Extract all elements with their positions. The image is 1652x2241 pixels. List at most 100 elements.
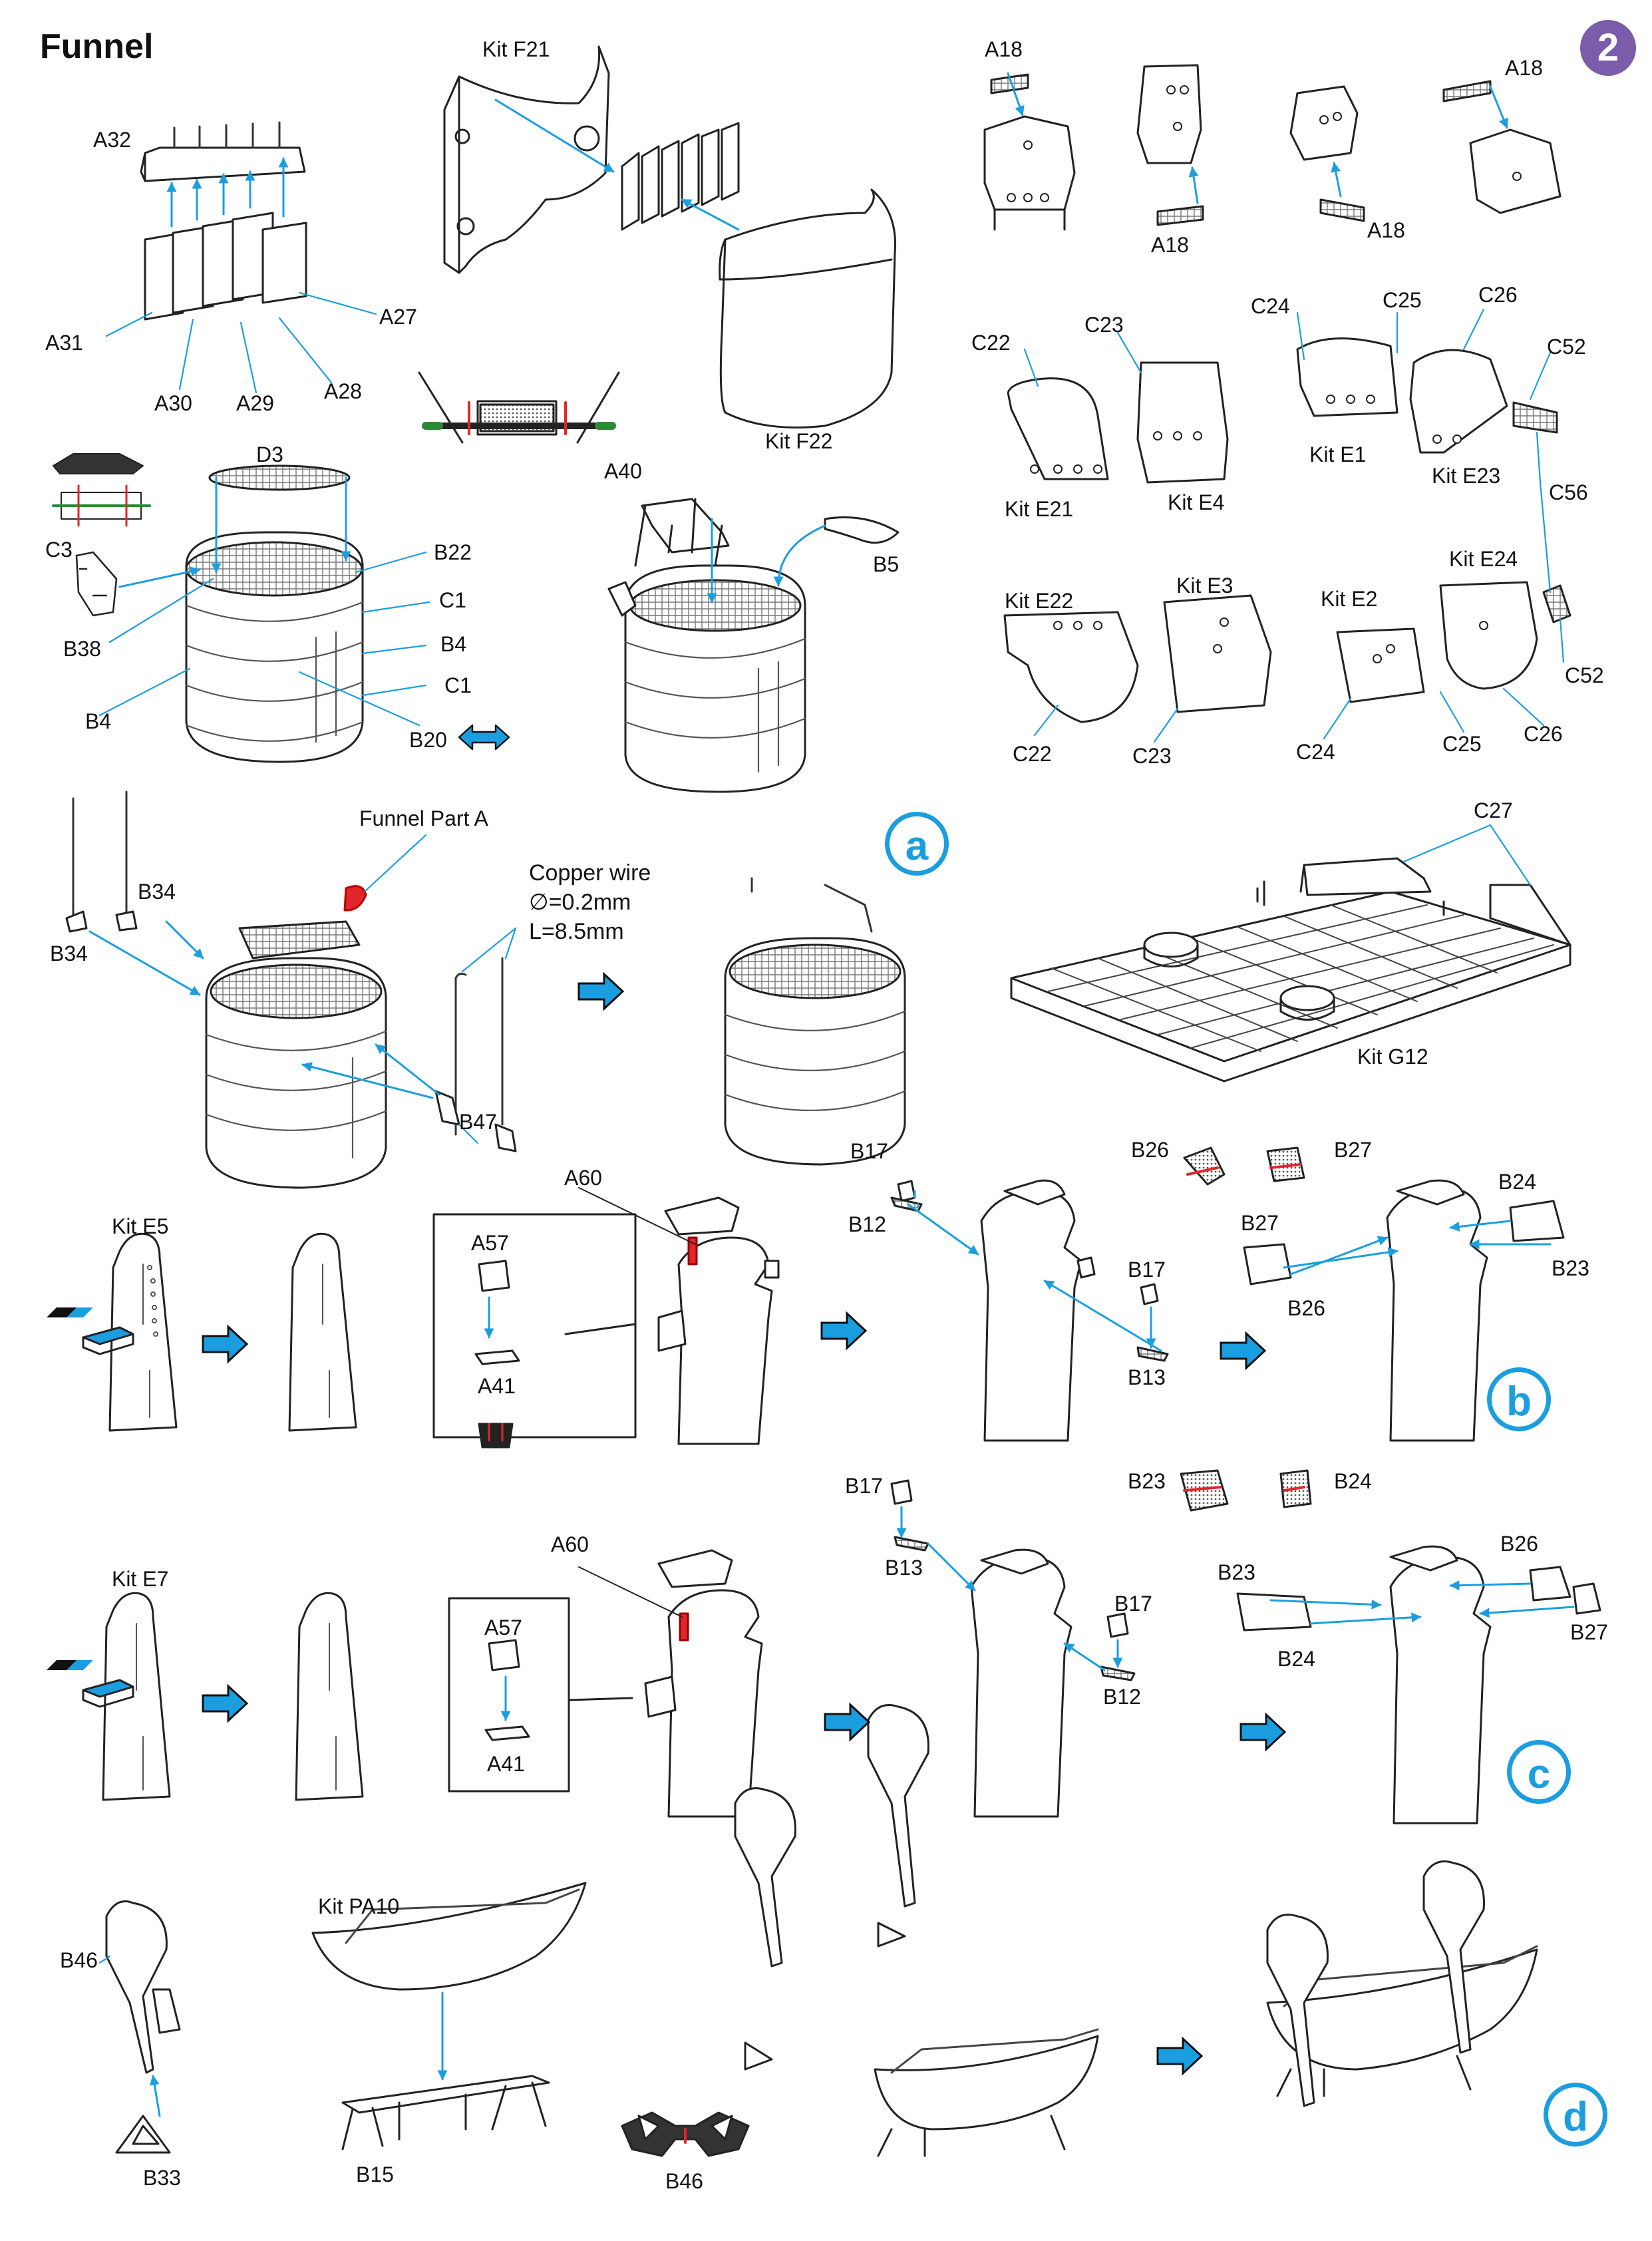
part-label-b4-left: B4 [85,709,112,733]
part-label-b27-top-b: B27 [1334,1138,1372,1162]
part-label-b47: B47 [459,1110,497,1134]
part-label-b34-upper: B34 [138,880,176,904]
copper-wire-title: Copper wire [529,860,651,886]
platform-row-1-illustration [983,64,1562,231]
step-c-illustration [47,1469,1601,1824]
platform-row-2-illustration [1007,337,1558,484]
step-a-illustration [65,790,906,1189]
funnel-top-illustration [52,453,364,763]
copper-wire-note: Copper wire ∅=0.2mm L=8.5mm [529,858,651,946]
part-label-c1-lower: C1 [444,673,472,697]
part-label-b4-right: B4 [440,632,467,656]
part-label-a27: A27 [379,305,417,329]
part-label-a60-c: A60 [551,1532,589,1556]
part-label-a40: A40 [604,459,642,483]
part-label-b5: B5 [873,552,900,576]
funnel-casing-illustration [443,45,897,429]
sub-step-badge-a: a [885,812,949,876]
part-label-c26-top: C26 [1478,283,1518,307]
part-label-b24-top-c: B24 [1334,1469,1372,1493]
sub-step-badge-c: c [1507,1740,1571,1804]
sub-step-badge-d: d [1544,2083,1607,2147]
part-label-c27: C27 [1474,798,1513,822]
part-label-b34-lower: B34 [50,942,88,965]
part-label-b17-lower-c: B17 [1114,1592,1152,1616]
part-label-a57-c: A57 [484,1616,522,1639]
part-label-c52-bottom: C52 [1565,663,1604,687]
part-label-a28: A28 [324,379,362,403]
part-label-b13-b: B13 [1128,1365,1166,1389]
part-label-c23-top: C23 [1084,313,1124,337]
part-label-a18-2: A18 [1151,233,1189,257]
part-label-b26-c: B26 [1500,1532,1538,1556]
kit-label-e1: Kit E1 [1309,442,1367,466]
part-label-a18-1: A18 [985,37,1023,61]
part-label-c23-bottom: C23 [1132,744,1172,768]
kit-label-pa10: Kit PA10 [318,1894,400,1918]
copper-wire-diameter: ∅=0.2mm [529,890,631,915]
part-label-c26-bottom: C26 [1524,722,1563,746]
part-label-b23-c: B23 [1218,1560,1255,1584]
part-label-funnel-part-a: Funnel Part A [359,806,488,830]
part-label-b22: B22 [434,540,472,564]
sub-step-badge-b: b [1487,1367,1551,1431]
part-label-b33: B33 [143,2166,181,2190]
part-label-b27-b: B27 [1241,1211,1279,1235]
part-label-b26-top-b: B26 [1131,1138,1169,1162]
step-b-illustration [47,1146,1565,1449]
part-label-b23-top-c: B23 [1128,1469,1166,1493]
kit-label-e5: Kit E5 [112,1214,169,1238]
part-label-b46-left: B46 [60,1948,98,1972]
part-label-b24-b: B24 [1498,1170,1536,1194]
part-label-c24-top: C24 [1251,294,1290,318]
part-label-b17-upper-c: B17 [845,1474,883,1498]
part-label-b20: B20 [409,728,447,752]
kit-label-f22: Kit F22 [765,429,833,453]
kit-label-e2: Kit E2 [1321,587,1378,611]
part-label-b13-c: B13 [885,1556,923,1580]
kit-label-e24: Kit E24 [1449,547,1518,571]
part-label-a57-b: A57 [471,1231,509,1255]
part-label-a31: A31 [45,331,83,355]
part-label-c3: C3 [45,538,73,562]
kit-label-f21: Kit F21 [482,37,550,61]
part-label-b38: B38 [63,637,101,661]
deck-g12-illustration [1010,857,1571,1083]
copper-wire-length: L=8.5mm [529,919,624,944]
part-label-a41-c: A41 [487,1752,525,1776]
part-label-b17-upper-b: B17 [850,1139,888,1163]
part-label-b23-b: B23 [1552,1256,1589,1280]
kit-label-e3: Kit E3 [1176,574,1234,598]
kit-label-e22: Kit E22 [1005,589,1074,613]
step-d-illustration [105,1704,1538,2157]
part-label-a41-b: A41 [478,1374,516,1398]
part-label-a29: A29 [236,391,274,415]
part-label-c52-top: C52 [1547,335,1586,359]
kit-label-e23: Kit E23 [1432,464,1501,488]
kit-label-e4: Kit E4 [1168,490,1225,514]
part-label-b26-b: B26 [1287,1296,1325,1320]
part-label-c22-bottom: C22 [1013,742,1052,766]
part-label-c24-bottom: C24 [1296,740,1335,764]
part-label-b24-c: B24 [1277,1647,1315,1671]
part-label-b46-bottom: B46 [665,2169,703,2193]
part-label-b17-lower-b: B17 [1128,1258,1166,1282]
platform-row-3-illustration [1003,581,1571,723]
kit-label-e21: Kit E21 [1005,497,1074,521]
part-label-b27-c: B27 [1570,1620,1608,1644]
kit-label-e7: Kit E7 [112,1567,169,1591]
part-label-c56: C56 [1549,480,1588,504]
part-label-a18-4: A18 [1505,56,1543,80]
part-label-b12-c: B12 [1103,1685,1141,1709]
part-label-b15: B15 [356,2162,394,2186]
part-label-a32: A32 [93,128,131,152]
step-number-badge: 2 [1580,20,1636,76]
part-label-c1-upper: C1 [439,588,466,612]
part-label-a30: A30 [154,391,192,415]
part-label-a18-3: A18 [1367,218,1405,242]
part-label-c25-top: C25 [1383,288,1422,312]
part-label-c25-bottom: C25 [1442,732,1482,756]
page-title: Funnel [40,27,154,66]
